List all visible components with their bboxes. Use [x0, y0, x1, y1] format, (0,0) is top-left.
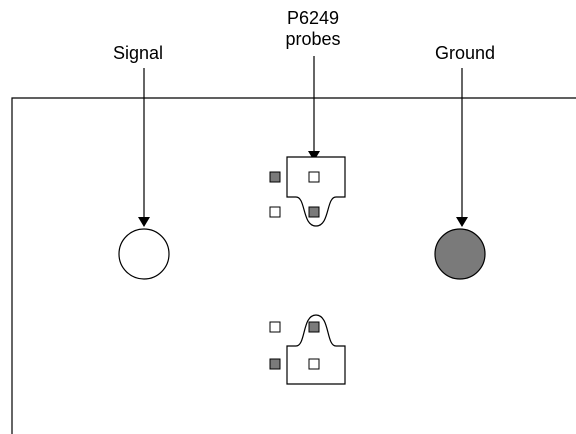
probes-label: P6249 probes [263, 8, 363, 50]
pad-square-icon [308, 358, 320, 370]
board-outline [11, 97, 576, 434]
ground-circle-icon [434, 228, 486, 280]
pad-square-icon [308, 206, 320, 218]
pad-square-icon [308, 321, 320, 333]
probes-label-line1: P6249 [286, 8, 340, 28]
pad-square-icon [269, 206, 281, 218]
ground-label: Ground [434, 43, 496, 63]
pad-square-icon [269, 321, 281, 333]
pad-square-icon [308, 171, 320, 183]
pad-square-icon [269, 171, 281, 183]
pad-square-icon [269, 358, 281, 370]
probe-tip-icon [286, 156, 346, 227]
signal-circle-icon [118, 228, 170, 280]
probes-label-line2: probes [285, 29, 341, 49]
signal-label: Signal [112, 43, 164, 63]
upper-probe-body [286, 156, 346, 227]
probe-tip-icon [286, 314, 346, 385]
lower-probe-body [286, 314, 346, 385]
